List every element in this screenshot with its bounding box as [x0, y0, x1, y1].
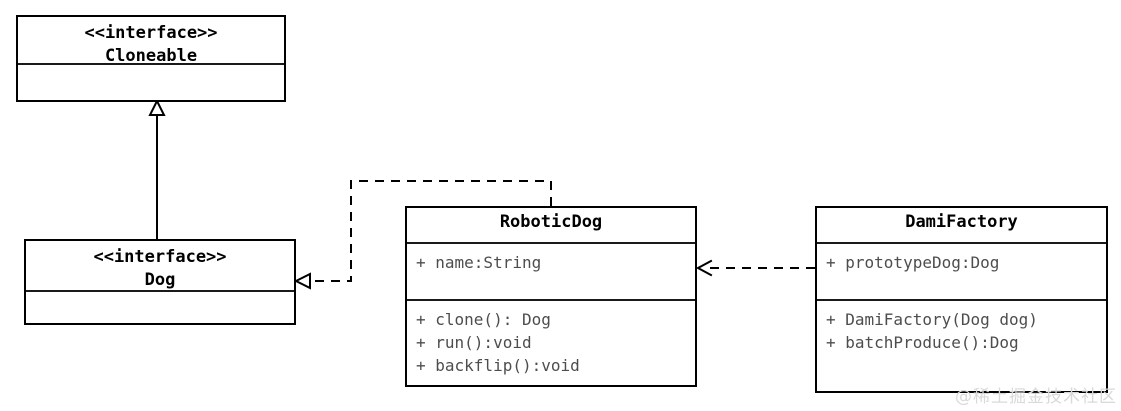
relation-dog-implements-cloneable — [148, 98, 166, 239]
attribute-row: + prototypeDog:Dog — [826, 253, 1000, 272]
method-row: + clone(): Dog — [416, 310, 551, 329]
class-members-cloneable — [18, 63, 284, 100]
attribute-row: + name:String — [416, 253, 542, 272]
class-title-cloneable: <<interface>> Cloneable — [18, 17, 284, 66]
class-name-label: Cloneable — [104, 46, 198, 67]
watermark-label: @稀土掘金技术社区 — [955, 387, 1117, 407]
method-row: + run():void — [416, 333, 532, 353]
class-box-damifactory[interactable]: DamiFactory + prototypeDog:Dog + DamiFac… — [815, 206, 1108, 393]
class-attributes-damifactory: + prototypeDog:Dog — [817, 242, 1106, 299]
class-box-roboticdog[interactable]: RoboticDog + name:String + clone(): Dog … — [405, 206, 697, 387]
class-members-dog — [26, 290, 294, 323]
stereotype-label: <<interface>> — [93, 247, 227, 267]
method-row: + DamiFactory(Dog dog) — [826, 310, 1038, 329]
hollow-triangle-arrowhead — [148, 98, 166, 116]
hollow-triangle-arrowhead — [293, 272, 311, 290]
class-box-dog[interactable]: <<interface>> Dog — [24, 239, 296, 325]
class-attributes-roboticdog: + name:String — [407, 242, 695, 299]
class-title-roboticdog: RoboticDog — [407, 208, 695, 242]
stereotype-label: <<interface>> — [84, 23, 218, 43]
relation-damifactory-depends-roboticdog — [695, 259, 815, 277]
class-name-label: RoboticDog — [499, 212, 603, 232]
class-title-dog: <<interface>> Dog — [26, 241, 294, 290]
open-arrowhead — [695, 259, 713, 277]
class-methods-damifactory: + DamiFactory(Dog dog) + batchProduce():… — [817, 299, 1106, 391]
class-name-label: DamiFactory — [905, 212, 1018, 232]
method-row: + backflip():void — [416, 356, 580, 376]
class-box-cloneable[interactable]: <<interface>> Cloneable — [16, 15, 286, 102]
class-methods-roboticdog: + clone(): Dog + run():void + backflip()… — [407, 299, 695, 385]
class-title-damifactory: DamiFactory — [817, 208, 1106, 242]
class-name-label: Dog — [144, 270, 176, 291]
method-row: + batchProduce():Dog — [826, 333, 1019, 353]
